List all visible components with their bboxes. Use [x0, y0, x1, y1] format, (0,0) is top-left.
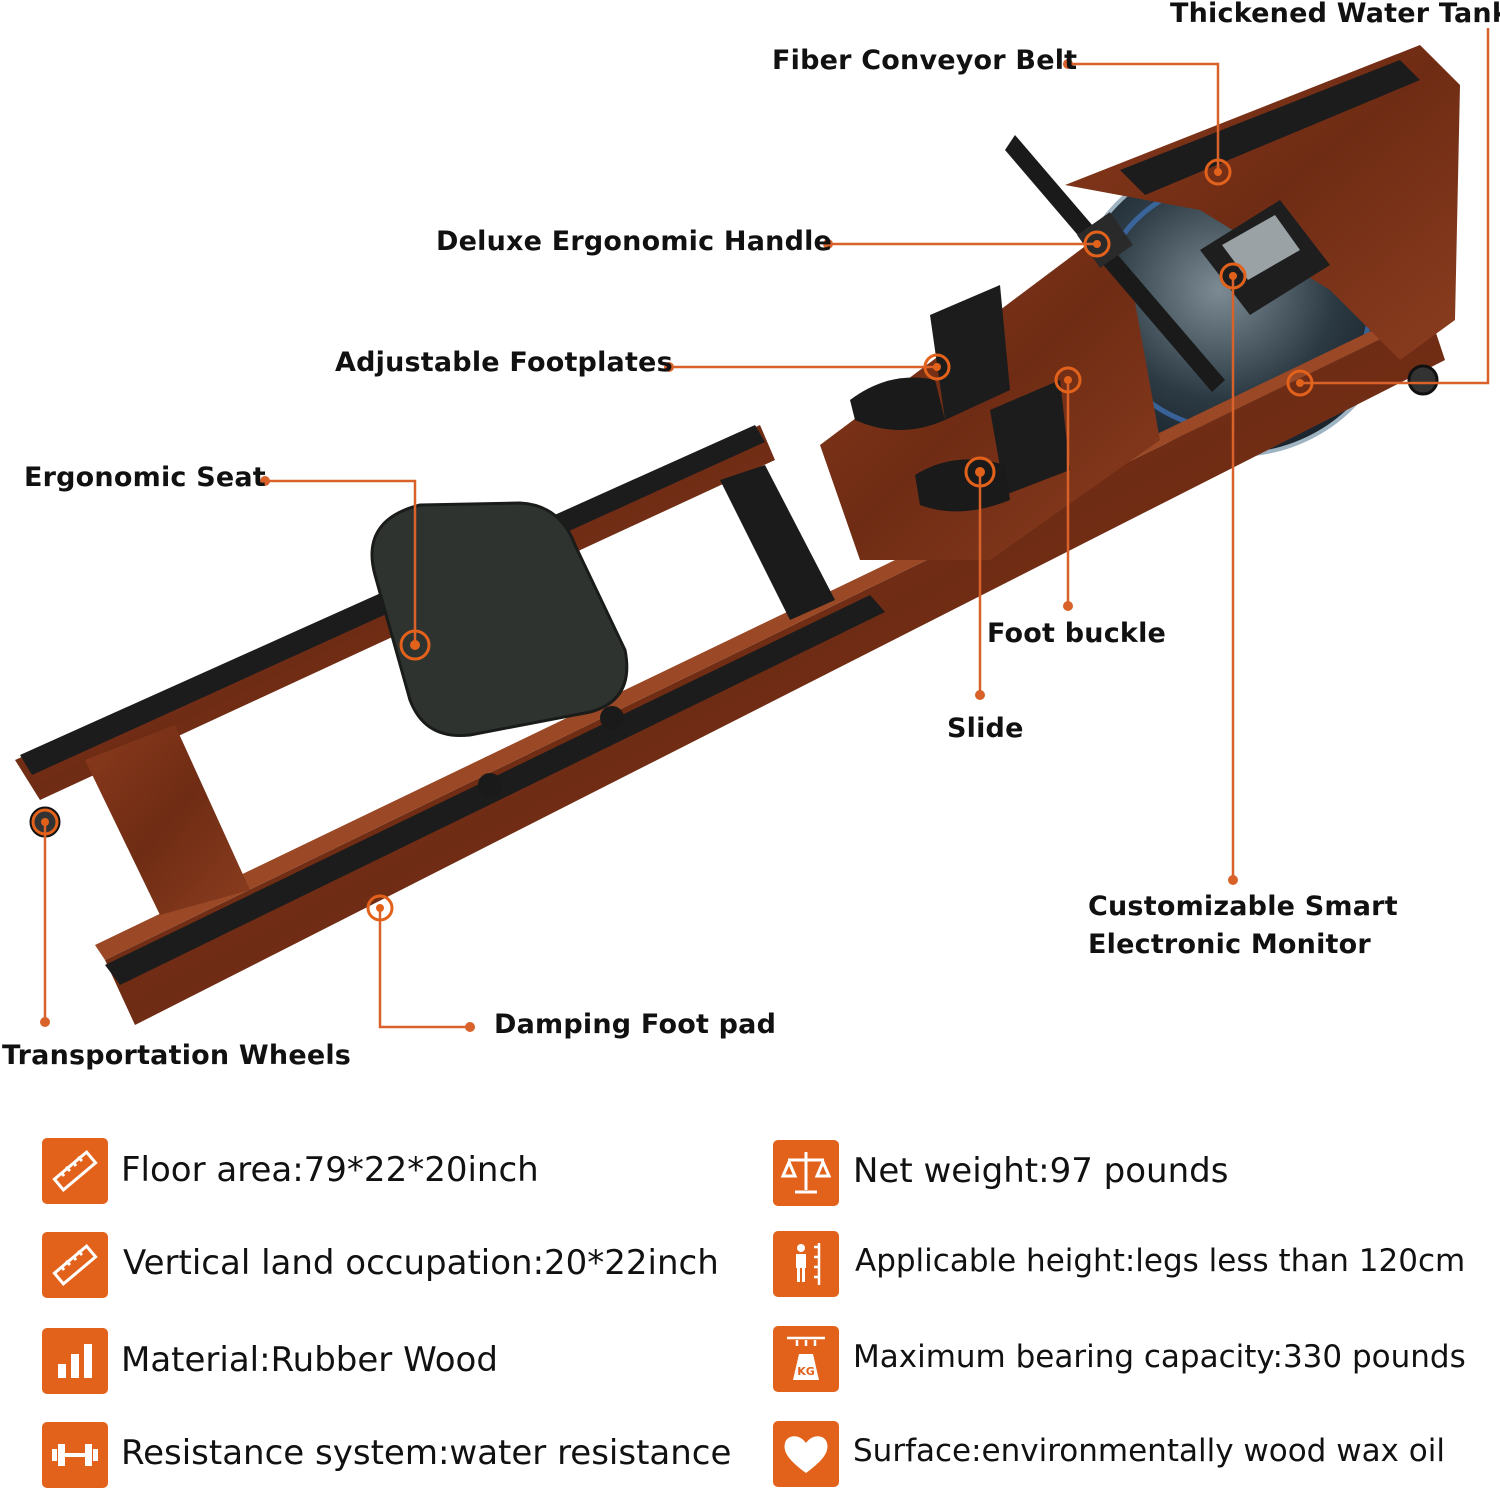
height-icon	[773, 1231, 839, 1297]
rowing-machine-drawing	[15, 28, 1490, 1032]
label-footplates: Adjustable Footplates	[335, 347, 673, 378]
kg-label: KG	[797, 1365, 815, 1378]
target-rings	[31, 158, 1314, 922]
spec-resistance: Resistance system:water resistance	[121, 1433, 732, 1473]
spec-bearing-capacity: Maximum bearing capacity:330 pounds	[853, 1339, 1466, 1375]
front-beam	[105, 315, 1445, 1025]
label-monitor: Customizable Smart Electronic Monitor	[1088, 888, 1398, 964]
spec-material: Material:Rubber Wood	[121, 1340, 498, 1380]
label-monitor-line1: Customizable Smart	[1088, 891, 1398, 922]
handle-bar	[1005, 135, 1225, 392]
leader-endpoints	[40, 59, 1238, 1032]
end-crosspiece	[85, 725, 250, 915]
label-handle: Deluxe Ergonomic Handle	[436, 226, 833, 257]
label-foot-buckle: Foot buckle	[987, 618, 1167, 649]
seat	[370, 501, 629, 738]
spec-vertical-occupation: Vertical land occupation:20*22inch	[123, 1243, 719, 1283]
spec-floor-area: Floor area:79*22*20inch	[121, 1150, 539, 1190]
label-seat: Ergonomic Seat	[24, 462, 266, 493]
upper-frame	[1065, 45, 1460, 360]
label-water-tank: Thickened Water Tank	[1170, 0, 1500, 29]
wheel-right	[1407, 364, 1439, 396]
spec-applicable-height: Applicable height:legs less than 120cm	[855, 1243, 1466, 1279]
heart-icon	[773, 1421, 839, 1487]
footplate-right	[990, 380, 1070, 495]
leader-lines	[43, 28, 1490, 1029]
label-foot-pad: Damping Foot pad	[494, 1009, 777, 1040]
label-slide: Slide	[947, 713, 1024, 744]
label-monitor-line2: Electronic Monitor	[1088, 929, 1371, 960]
rowing-machine-illustration	[15, 28, 1490, 1032]
middle-support	[720, 465, 835, 620]
dumbbell-icon	[42, 1422, 108, 1488]
label-wheels: Transportation Wheels	[2, 1040, 352, 1071]
label-conveyor-belt: Fiber Conveyor Belt	[772, 45, 1078, 76]
footplate-left	[930, 285, 1010, 420]
kg-weight-icon: KG	[773, 1326, 839, 1392]
bar-chart-icon	[42, 1328, 108, 1394]
scale-icon	[773, 1140, 839, 1206]
ruler-icon	[42, 1138, 108, 1204]
ruler-icon	[42, 1232, 108, 1298]
spec-net-weight: Net weight:97 pounds	[853, 1151, 1229, 1191]
spec-surface: Surface:environmentally wood wax oil	[853, 1433, 1445, 1469]
